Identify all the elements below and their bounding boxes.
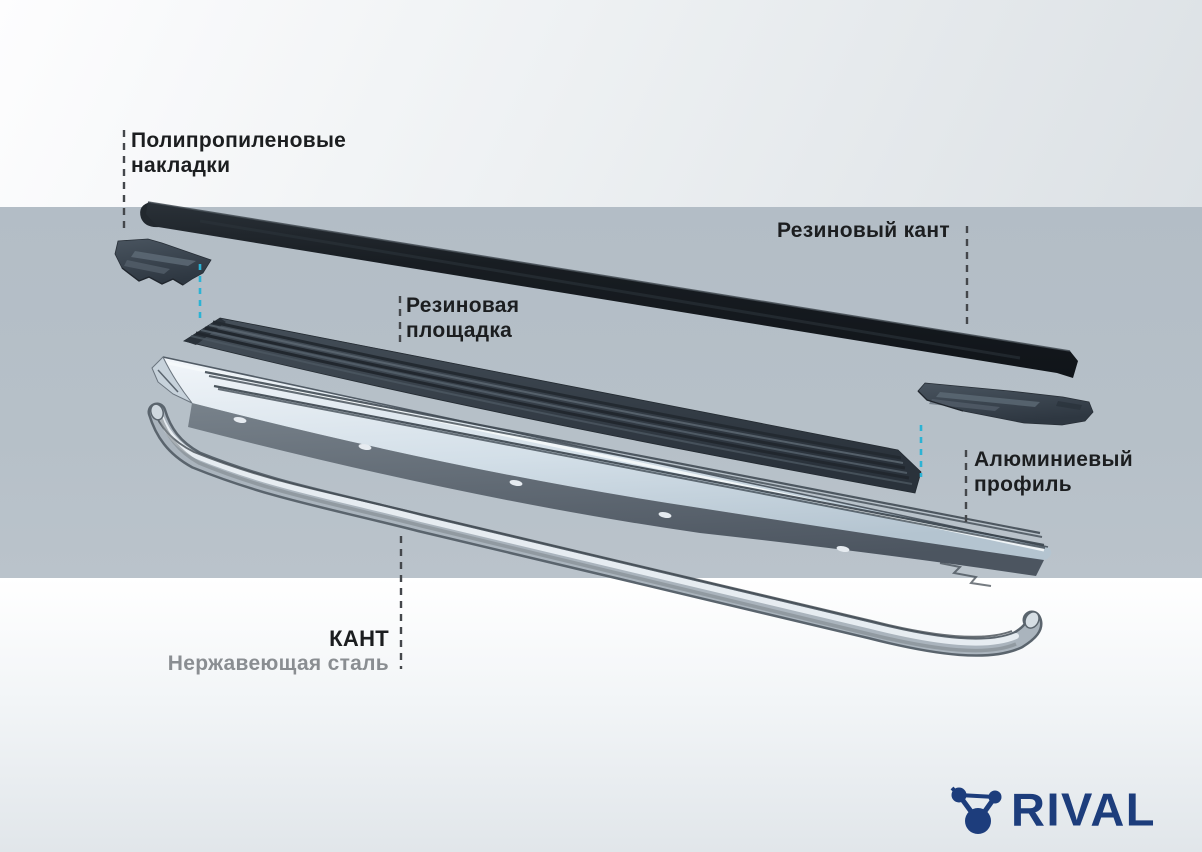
label-line: площадка: [406, 319, 513, 342]
assembly-accent-lines: [198, 264, 923, 477]
rival-logo-text: RIVAL: [1011, 783, 1157, 836]
label-rubber-edge: Резиновый кант: [777, 218, 950, 243]
aluminum-profile-part: [151, 356, 1052, 587]
label-line: Полипропиленовые: [131, 129, 347, 152]
stainless-kant-tube-part: [147, 402, 1043, 657]
label-line: Алюминиевый: [974, 448, 1133, 471]
label-polypropylene-caps: Полипропиленовые накладки: [131, 128, 346, 178]
label-leader-lines: [122, 130, 969, 669]
label-rubber-platform: Резиновая площадка: [406, 293, 519, 343]
rival-logo: RIVAL: [950, 779, 1156, 841]
rival-molecule-icon: [950, 786, 1002, 834]
kant-title: КАНТ: [329, 626, 389, 651]
label-line: профиль: [974, 473, 1072, 496]
background-bottom-zone: [0, 578, 1202, 852]
rubber-edge-strip-part: [140, 201, 1078, 378]
polypropylene-cap-left-part: [114, 238, 212, 286]
label-line: накладки: [131, 154, 231, 177]
background-top-zone: [0, 0, 1202, 207]
label-line: Резиновая: [406, 294, 520, 317]
label-line: Резиновый кант: [777, 219, 950, 242]
kant-subtitle: Нержавеющая сталь: [167, 652, 389, 675]
label-aluminum-profile: Алюминиевый профиль: [974, 447, 1133, 497]
polypropylene-cap-right-part: [917, 382, 1094, 426]
label-kant: КАНТ Нержавеющая сталь: [168, 626, 389, 676]
rubber-platform-part: [183, 317, 922, 494]
